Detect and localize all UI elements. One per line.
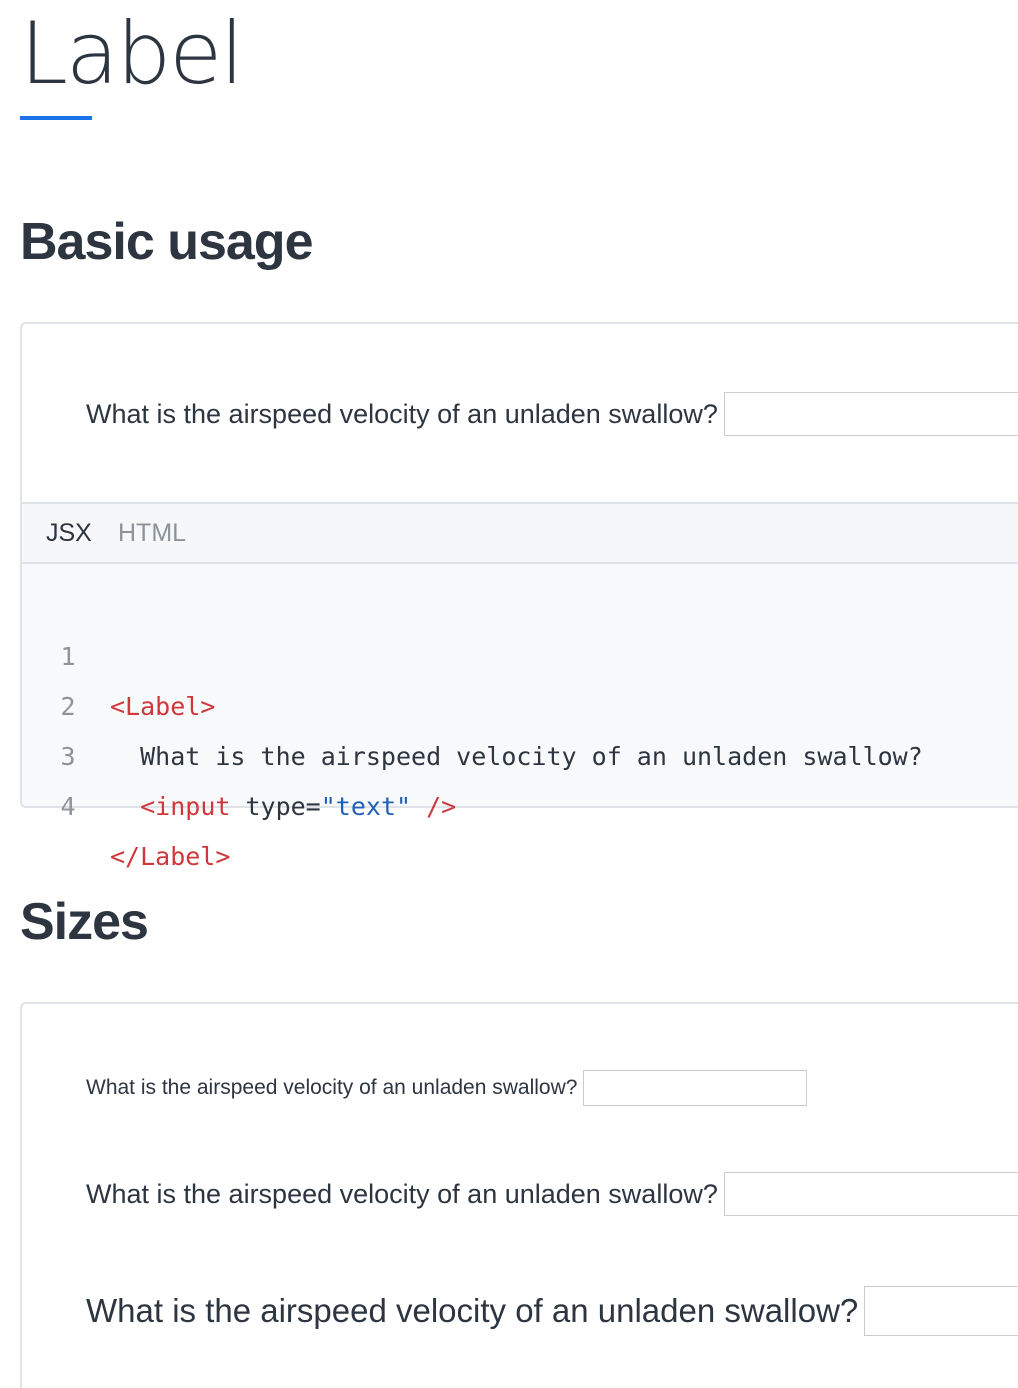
tab-html[interactable]: HTML	[118, 519, 187, 547]
size-small-input[interactable]	[583, 1070, 808, 1106]
code-line: 1 <Label>	[22, 582, 215, 721]
code-tag: <Label>	[110, 692, 216, 721]
page-title: Label	[20, 4, 244, 104]
basic-usage-example: What is the airspeed velocity of an unla…	[20, 322, 1018, 871]
line-number: 1	[60, 642, 76, 671]
size-medium-input[interactable]	[723, 1172, 1018, 1216]
code-block: 1 <Label> 2 What is the airspeed velocit…	[22, 564, 1018, 871]
sizes-heading: Sizes	[20, 893, 149, 951]
tab-jsx[interactable]: JSX	[46, 519, 92, 547]
code-tag: </Label>	[110, 842, 231, 871]
sizes-example: What is the airspeed velocity of an unla…	[20, 1002, 1018, 1388]
code-tabs: JSX HTML	[22, 502, 1018, 564]
title-underline	[20, 116, 92, 120]
demo-text-input[interactable]	[723, 392, 1018, 436]
code-tag: <input	[140, 792, 231, 821]
size-small-label: What is the airspeed velocity of an unla…	[86, 1070, 808, 1106]
demo-label-text: What is the airspeed velocity of an unla…	[86, 398, 718, 429]
size-medium-label: What is the airspeed velocity of an unla…	[86, 1172, 1018, 1216]
size-large-label-text: What is the airspeed velocity of an unla…	[86, 1292, 859, 1329]
size-large-input[interactable]	[864, 1286, 1018, 1336]
code-string: "text"	[320, 792, 412, 821]
code-line: 2 What is the airspeed velocity of an un…	[22, 632, 922, 771]
code-line: 4 </Label>	[22, 732, 230, 871]
size-large-label: What is the airspeed velocity of an unla…	[86, 1286, 1018, 1336]
code-line: 3 <input type="text" />	[22, 682, 456, 821]
code-attr: type=	[230, 792, 321, 821]
line-number: 2	[60, 692, 76, 721]
code-text: What is the airspeed velocity of an unla…	[110, 742, 923, 771]
size-small-label-text: What is the airspeed velocity of an unla…	[86, 1076, 578, 1099]
code-tag: />	[411, 792, 457, 821]
size-medium-label-text: What is the airspeed velocity of an unla…	[86, 1178, 718, 1209]
line-number: 4	[60, 792, 76, 821]
demo-label: What is the airspeed velocity of an unla…	[86, 392, 1018, 436]
line-number: 3	[60, 742, 76, 771]
basic-usage-heading: Basic usage	[20, 213, 313, 271]
